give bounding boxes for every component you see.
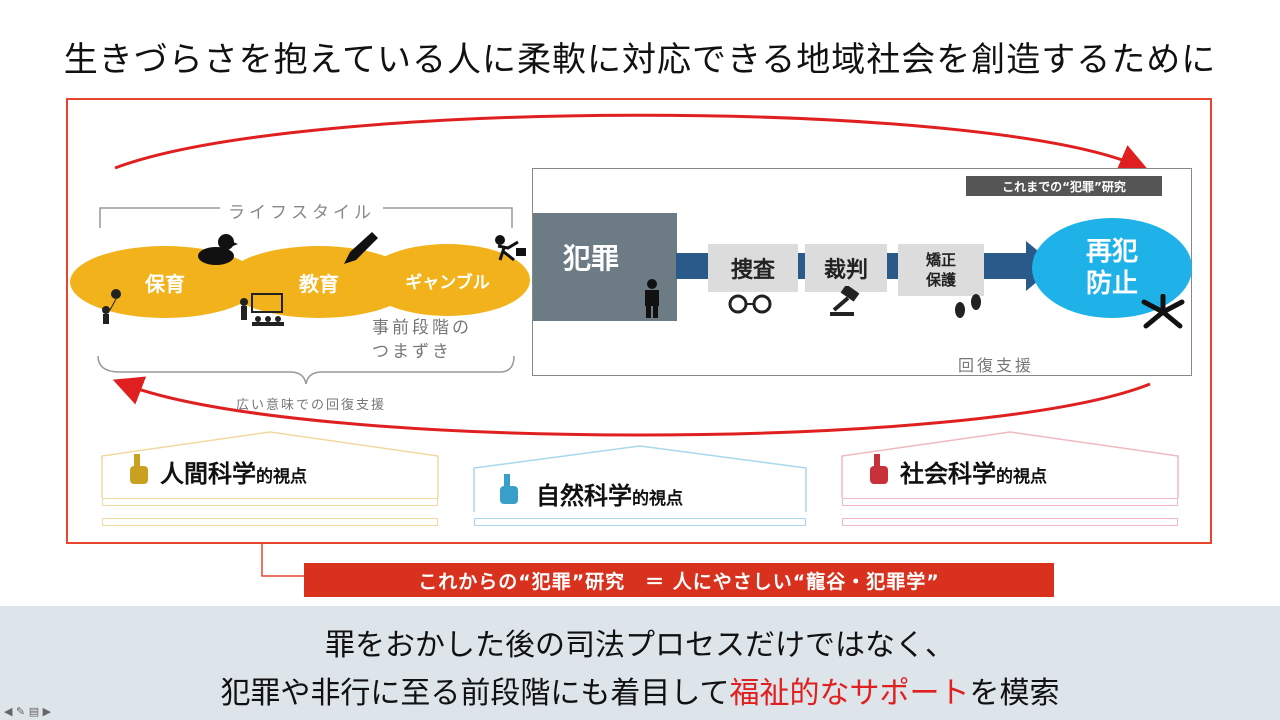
lifestyle-label: ライフスタイル [220,198,383,223]
hands-circle-icon [1141,294,1185,329]
pointing-hand-icon [500,474,518,504]
perspective-suffix: 的視点 [632,489,683,509]
summary-area [0,606,1280,720]
child-balloon-icon [102,289,121,324]
person-icon [645,279,659,318]
perspective-social-science: 社会科学的視点 [840,430,1180,530]
stumble-line: つまずき [372,342,452,362]
house-strip [842,518,1178,526]
recovery-support-label: 回復支援 [958,356,1035,375]
crime-label: 犯罪 [563,242,620,275]
pen-tool-icon[interactable]: ✎ [15,705,26,718]
summary-line-1: 罪をおかした後の司法プロセスだけではなく、 [325,628,955,663]
stage-correction-protection: 矯正保護 [898,244,984,296]
summary-line-2-pre: 犯罪や非行に至る前段階にも着目して [220,676,730,711]
banner-connector [261,544,304,577]
recidivism-line: 防止 [1085,269,1138,299]
handcuffs-icon [728,294,772,314]
past-research-label: これまでの“犯罪”研究 [966,176,1162,196]
house-strip [474,518,806,526]
wide-support-brace [97,355,515,385]
bottom-arc-arrow [112,376,1151,437]
summary-line-2-post: を模索 [969,676,1060,711]
pointing-hand-icon [870,454,888,484]
house-strip [102,518,438,526]
house-roof [841,431,1179,498]
recidivism-prevention: 再犯防止 [1032,218,1192,318]
future-research-banner: これからの“犯罪”研究 ＝ 人にやさしい“龍谷・犯罪学” [304,563,1054,597]
classroom-icon [240,293,284,326]
stage-trial: 裁判 [805,244,887,292]
house-strip [102,498,438,506]
perspective-label: 人間科学的視点 [160,454,307,489]
stumble-line: 事前段階の [372,318,472,338]
main-frame [66,98,1212,544]
stage-correction: 矯正 [925,251,956,269]
menu-icon[interactable]: ▤ [28,705,40,718]
perspective-label: 社会科学的視点 [900,454,1047,489]
next-slide-icon[interactable]: ▶ [42,705,52,718]
perspective-main: 人間科学 [160,460,256,488]
house-roof [101,431,439,498]
perspective-suffix: 的視点 [996,467,1047,487]
house-strip [842,498,1178,506]
pen-icon [344,232,378,264]
stumble-text: 事前段階の つまずき [372,316,472,364]
wide-support-label: 広い意味での回復支援 [236,398,387,413]
summary-highlight: 福祉的なサポート [729,676,970,711]
perspective-main: 自然科学 [536,482,632,510]
gavel-icon [830,286,860,316]
perspective-main: 社会科学 [900,460,996,488]
perspective-suffix: 的視点 [256,467,307,487]
house-roof [473,445,807,512]
perspective-natural-science: 自然科学的視点 [472,444,808,530]
recidivism-line: 再犯 [1085,237,1138,267]
prev-slide-icon[interactable]: ◀ [4,705,13,718]
top-arc-arrow [114,113,1150,173]
stage-investigation: 捜査 [708,244,798,292]
duck-icon [198,234,238,265]
page-title: 生きづらさを抱えている人に柔軟に対応できる地域社会を創造するために [63,40,1217,80]
perspective-label: 自然科学的視点 [536,476,683,511]
footprints-icon [955,294,981,318]
summary-line-2: 犯罪や非行に至る前段階にも着目して福祉的なサポートを模索 [0,668,1280,712]
stage-protection: 保護 [925,271,956,289]
pointing-hand-icon [130,454,148,484]
perspective-human-science: 人間科学的視点 [100,430,440,530]
running-person-icon [495,235,526,262]
crime-box: 犯罪 [533,213,677,321]
slide-nav[interactable]: ◀ ✎ ▤ ▶ [4,705,51,718]
